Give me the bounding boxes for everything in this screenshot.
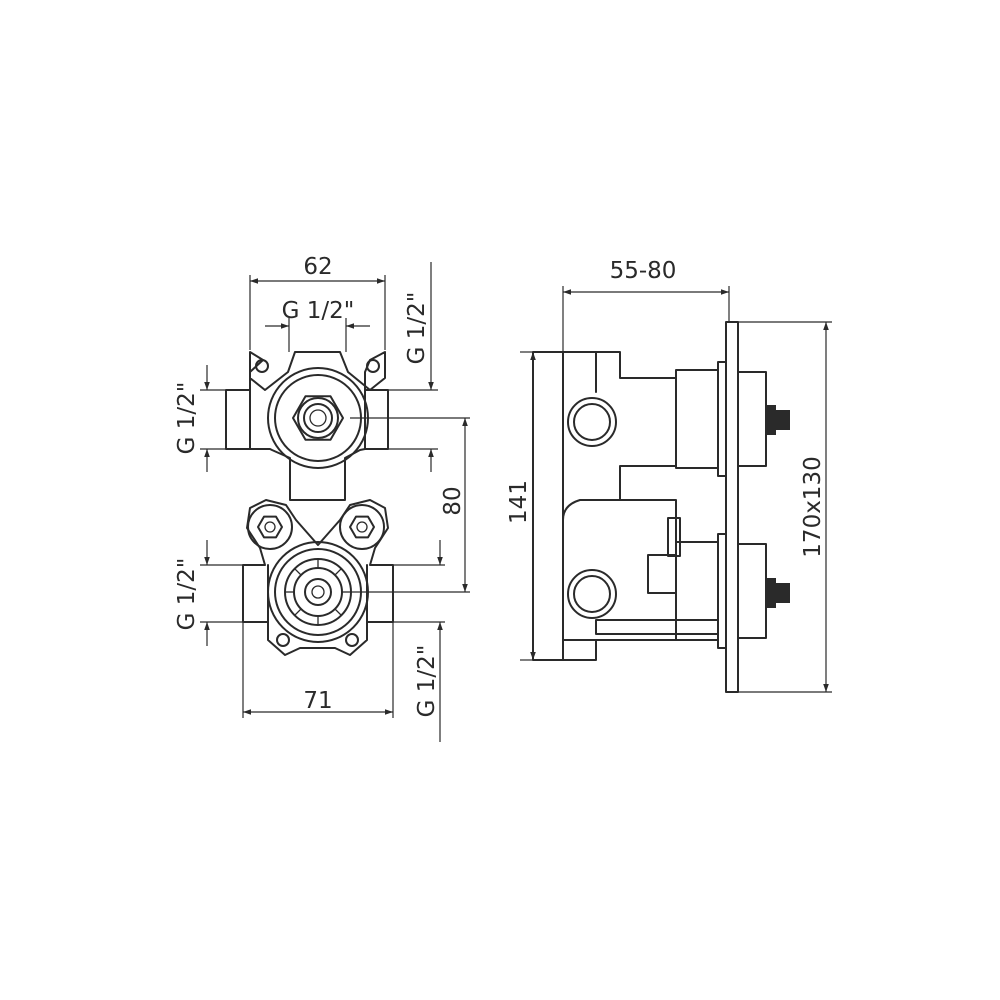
upper-spindle-base <box>766 405 776 435</box>
lower-spline-inner <box>293 567 343 617</box>
upper-spindle <box>776 410 790 430</box>
cover-plate <box>725 321 739 693</box>
dim-141-label: 141 <box>506 480 532 524</box>
side-upper-outlet <box>567 397 617 447</box>
left-boss-core <box>264 521 276 533</box>
dim-right-bottom-thread-label: G 1/2" <box>414 645 440 718</box>
side-lower-outlet <box>567 569 617 619</box>
side-diverter-stem <box>667 517 681 557</box>
lower-spindle <box>304 578 332 606</box>
upper-right-lug-hole <box>366 359 380 373</box>
dim-top-thread-label: G 1/2" <box>282 298 355 324</box>
lower-left-lug-hole <box>276 633 290 647</box>
lower-cartridge-flange <box>717 533 727 649</box>
upper-nut-spindle <box>309 409 327 427</box>
lower-body-outline <box>242 499 394 656</box>
lower-spindle-core <box>311 585 325 599</box>
dim-55-80-label: 55-80 <box>610 258 677 284</box>
lower-spline-teeth <box>285 559 351 625</box>
upper-nut-core <box>303 403 333 433</box>
lower-right-lug-hole <box>345 633 359 647</box>
upper-hex-nut <box>292 395 344 441</box>
upper-cartridge-flange <box>717 361 727 477</box>
lower-cartridge-body <box>675 541 719 641</box>
upper-outlet-ring <box>274 374 362 462</box>
right-boss <box>339 504 385 550</box>
right-boss-core <box>356 521 368 533</box>
side-view: 55-80 141 170x130 <box>506 258 832 693</box>
upper-cartridge-body <box>675 369 719 469</box>
side-bottom-bar <box>595 619 719 635</box>
side-lower-outlet-inner <box>573 575 611 613</box>
lower-spindle-base <box>766 578 776 608</box>
left-boss <box>247 504 293 550</box>
dim-left-upper-thread-label: G 1/2" <box>174 382 200 455</box>
dim-62-label: 62 <box>303 254 332 280</box>
left-boss-hex <box>257 515 283 539</box>
lower-spindle <box>776 583 790 603</box>
side-mid-curve <box>562 499 621 521</box>
dim-plate-label: 170x130 <box>800 456 826 557</box>
dim-80-label: 80 <box>440 486 466 515</box>
side-diverter-block <box>647 554 677 594</box>
dim-right-top-thread-label: G 1/2" <box>404 292 430 365</box>
front-view: 62 G 1/2" G 1/2" G 1/2" 80 G 1/2" 71 G 1… <box>174 254 470 742</box>
dim-left-lower-thread-label: G 1/2" <box>174 558 200 631</box>
dim-71-label: 71 <box>303 688 332 714</box>
upper-left-lug-hole <box>255 359 269 373</box>
lower-cartridge-cap <box>737 543 767 639</box>
upper-nut-ring <box>297 397 339 439</box>
upper-cartridge-cap <box>737 371 767 467</box>
side-upper-outlet-inner <box>573 403 611 441</box>
right-boss-hex <box>349 515 375 539</box>
